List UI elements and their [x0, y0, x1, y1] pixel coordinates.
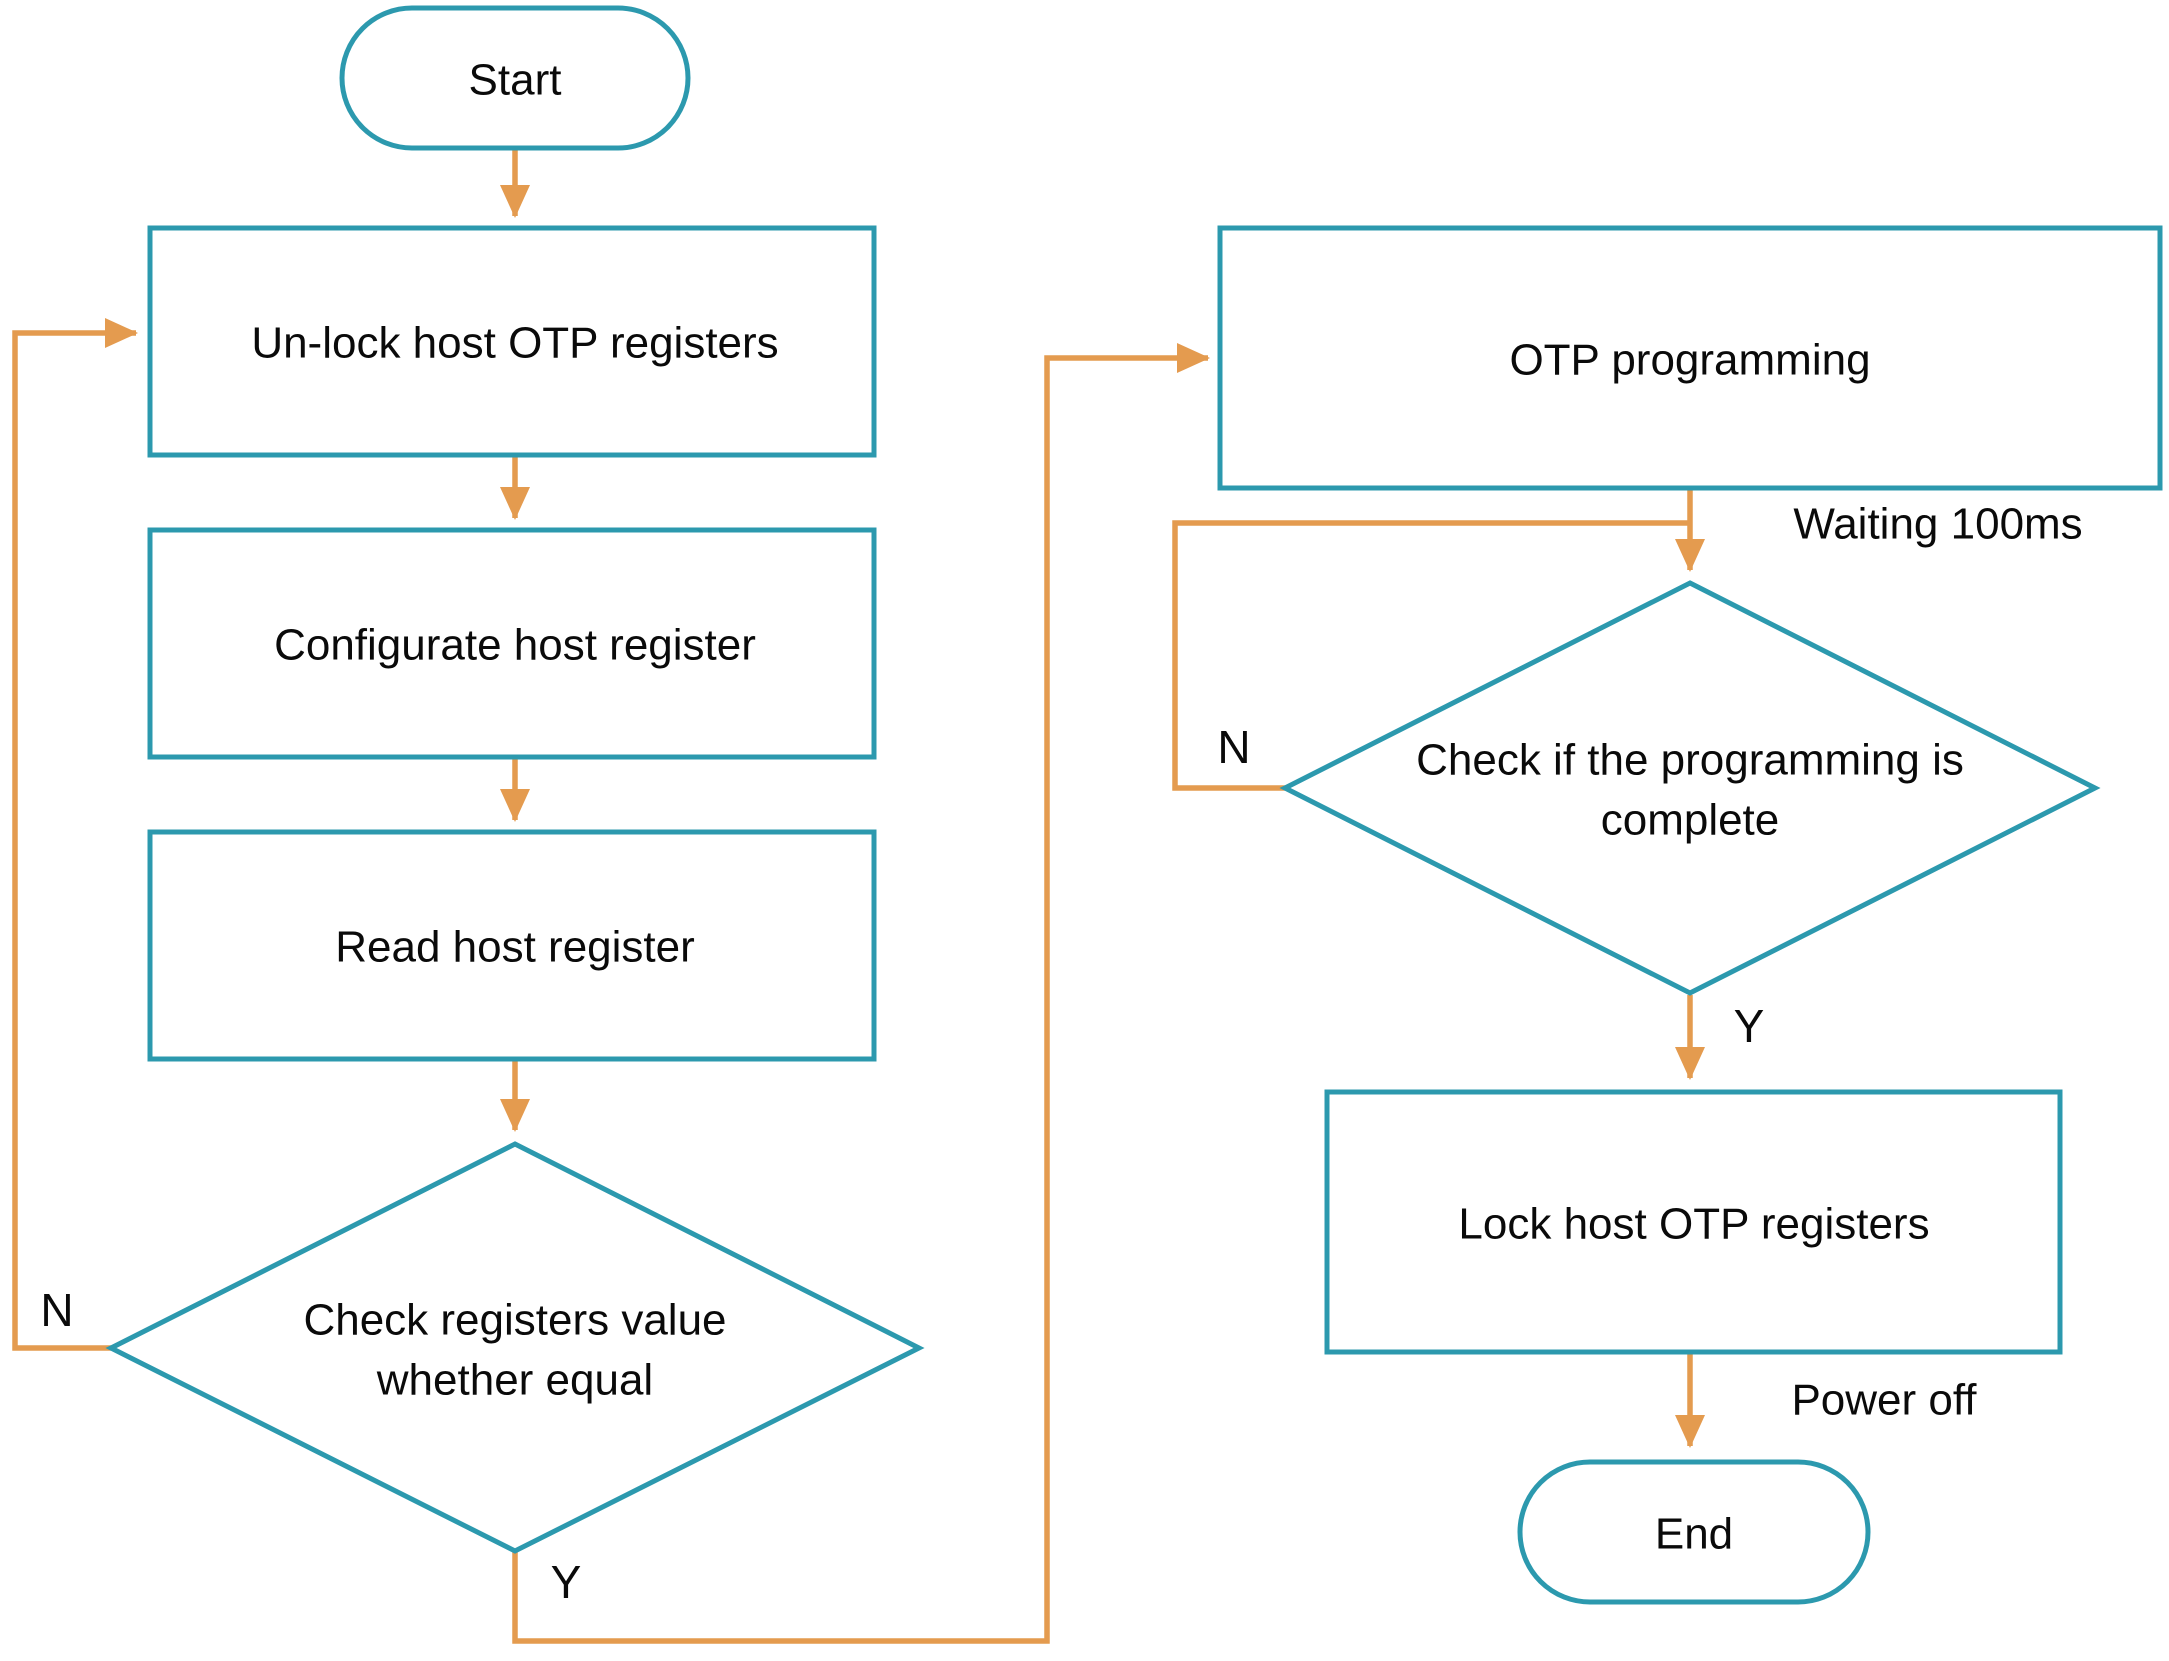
- check-registers-no-label: N: [40, 1284, 73, 1336]
- connector-check-registers-no-loop: [12, 318, 138, 1351]
- check-complete-label-line1: Check if the programming is: [1416, 736, 1964, 785]
- power-off-label: Power off: [1791, 1376, 1977, 1425]
- otp-programming-node: [1217, 225, 2163, 491]
- configurate-node: [147, 527, 877, 760]
- end-node: [1517, 1459, 1871, 1605]
- check-complete-yes-label: Y: [1734, 1000, 1765, 1052]
- check-registers-label-line1: Check registers value: [303, 1296, 726, 1345]
- check-registers-decision-node: [105, 1141, 925, 1554]
- lock-node: [1324, 1089, 2063, 1355]
- otp-programming-label: OTP programming: [1509, 336, 1870, 385]
- unlock-node: [147, 225, 877, 458]
- connector-check-complete-no-loop: [1172, 520, 1692, 791]
- check-registers-label-line2: whether equal: [376, 1356, 653, 1405]
- unlock-label: Un-lock host OTP registers: [251, 319, 778, 368]
- connector-check-registers-yes-to-otp: [512, 343, 1210, 1644]
- read-node: [147, 829, 877, 1062]
- lock-label: Lock host OTP registers: [1458, 1200, 1929, 1249]
- check-registers-yes-label: Y: [551, 1556, 582, 1608]
- check-complete-no-label: N: [1217, 721, 1250, 773]
- read-label: Read host register: [335, 923, 695, 972]
- check-complete-decision-node: [1279, 580, 2101, 996]
- end-label: End: [1655, 1510, 1733, 1559]
- waiting-label: Waiting 100ms: [1793, 500, 2082, 549]
- start-label: Start: [469, 56, 562, 105]
- configurate-label: Configurate host register: [274, 621, 756, 670]
- check-complete-label-line2: complete: [1601, 796, 1780, 845]
- start-node: [339, 5, 691, 151]
